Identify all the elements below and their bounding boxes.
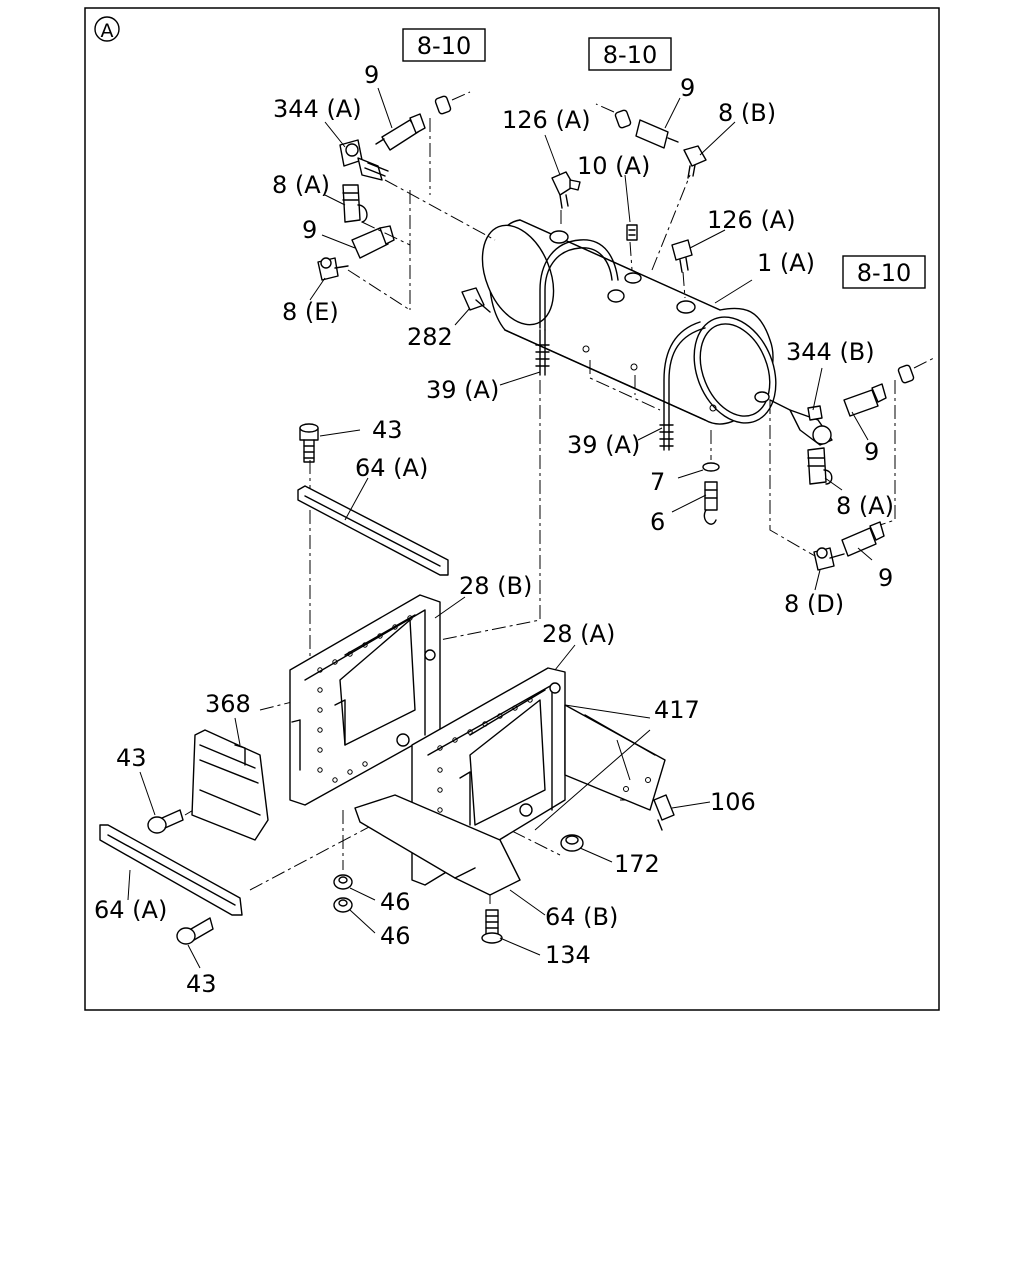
label-64a: 64 (A) bbox=[355, 454, 428, 482]
plate-368 bbox=[191, 729, 269, 841]
bolt-43-top bbox=[299, 423, 319, 463]
bolt-43-left bbox=[147, 809, 184, 834]
label-9: 9 bbox=[302, 216, 317, 244]
nut-172 bbox=[560, 834, 584, 852]
label-9: 9 bbox=[364, 61, 379, 89]
leader-lines bbox=[127, 87, 873, 969]
cap-right bbox=[897, 357, 935, 384]
label-43: 43 bbox=[372, 416, 403, 444]
svg-text:8-10: 8-10 bbox=[603, 41, 657, 69]
label-9: 9 bbox=[864, 438, 879, 466]
bolt-106 bbox=[653, 794, 675, 831]
svg-text:8-10: 8-10 bbox=[857, 259, 911, 287]
label-134: 134 bbox=[545, 941, 591, 969]
label-10a: 10 (A) bbox=[577, 152, 650, 180]
plate-417 bbox=[564, 704, 666, 811]
label-344a: 344 (A) bbox=[273, 95, 362, 123]
label-126a: 126 (A) bbox=[502, 106, 591, 134]
bolt-43-bottom bbox=[176, 917, 214, 945]
nut-46-a bbox=[333, 874, 353, 890]
fitting-282 bbox=[461, 287, 491, 313]
label-417: 417 bbox=[654, 696, 700, 724]
label-46: 46 bbox=[380, 888, 411, 916]
bar-64a-lower bbox=[99, 824, 243, 916]
bar-64a-top bbox=[297, 485, 449, 576]
nut-46-b bbox=[333, 897, 353, 913]
valve-9-e bbox=[841, 521, 885, 557]
air-tank bbox=[481, 219, 777, 451]
cap-center bbox=[595, 103, 632, 129]
label-1a: 1 (A) bbox=[757, 249, 815, 277]
svg-text:A: A bbox=[101, 20, 114, 42]
label-28b: 28 (B) bbox=[459, 572, 532, 600]
drain-valve-6 bbox=[702, 462, 720, 525]
label-8b: 8 (B) bbox=[718, 99, 776, 127]
label-344b: 344 (B) bbox=[786, 338, 875, 366]
bolt-134 bbox=[481, 909, 503, 944]
valve-8d bbox=[813, 547, 845, 571]
elbow-126a-top bbox=[551, 171, 581, 209]
valve-9-d bbox=[843, 383, 887, 417]
label-106: 106 bbox=[710, 788, 756, 816]
label-8d: 8 (D) bbox=[784, 590, 844, 618]
ref-box-8-10-center[interactable]: 8-10 bbox=[588, 37, 672, 71]
label-8a: 8 (A) bbox=[836, 492, 894, 520]
view-marker: A bbox=[94, 16, 120, 42]
label-43: 43 bbox=[116, 744, 147, 772]
callout-labels: 344 (A) 9 8 (A) 9 8 (E) 282 126 (A) 10 (… bbox=[94, 61, 894, 998]
valve-8b bbox=[683, 145, 707, 179]
label-39a: 39 (A) bbox=[426, 376, 499, 404]
label-9: 9 bbox=[680, 74, 695, 102]
cap-left bbox=[434, 91, 471, 115]
label-64b: 64 (B) bbox=[545, 903, 618, 931]
svg-text:8-10: 8-10 bbox=[417, 32, 471, 60]
valve-344b bbox=[769, 399, 833, 446]
label-7: 7 bbox=[650, 468, 665, 496]
label-126a: 126 (A) bbox=[707, 206, 796, 234]
label-6: 6 bbox=[650, 508, 665, 536]
valve-8e bbox=[317, 257, 349, 281]
label-28a: 28 (A) bbox=[542, 620, 615, 648]
valve-8a-right bbox=[807, 447, 833, 485]
ref-box-8-10-left[interactable]: 8-10 bbox=[402, 28, 486, 62]
label-43: 43 bbox=[186, 970, 217, 998]
fitting-10a bbox=[626, 224, 638, 241]
label-8e: 8 (E) bbox=[282, 298, 339, 326]
label-172: 172 bbox=[614, 850, 660, 878]
valve-9-c bbox=[635, 119, 679, 149]
valve-9-b bbox=[351, 225, 395, 259]
label-9: 9 bbox=[878, 564, 893, 592]
label-282: 282 bbox=[407, 323, 453, 351]
label-46: 46 bbox=[380, 922, 411, 950]
valve-344a bbox=[339, 139, 389, 181]
label-368: 368 bbox=[205, 690, 251, 718]
label-8a: 8 (A) bbox=[272, 171, 330, 199]
bar-64b bbox=[354, 794, 521, 896]
label-64a: 64 (A) bbox=[94, 896, 167, 924]
valve-9-a bbox=[375, 113, 426, 151]
diagram-frame bbox=[84, 7, 940, 1011]
elbow-126a-right bbox=[671, 239, 693, 273]
valve-8a-left bbox=[342, 184, 368, 223]
label-39a: 39 (A) bbox=[567, 431, 640, 459]
ref-box-8-10-right[interactable]: 8-10 bbox=[842, 255, 926, 289]
